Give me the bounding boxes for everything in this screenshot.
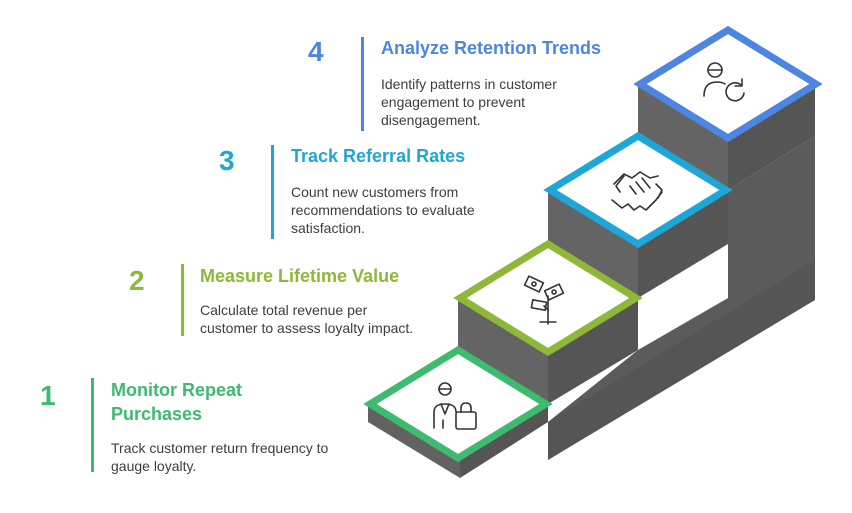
step-4-title: Analyze Retention Trends	[381, 38, 602, 58]
step-4-number: 4	[308, 36, 324, 67]
step-3-riser-right	[638, 190, 728, 298]
step-1-title-line2: Purchases	[111, 404, 203, 424]
step-4-riser-right	[728, 84, 815, 190]
stair-side-wall	[548, 84, 815, 460]
step-1-plate	[363, 345, 553, 463]
step-3-desc-line1: Count new customers from	[291, 184, 459, 200]
step-4-desc-line2: engagement to prevent	[381, 94, 525, 110]
step-3-title: Track Referral Rates	[291, 146, 466, 166]
step-1-title-line1: Monitor Repeat	[111, 380, 243, 400]
step-2-riser	[458, 298, 548, 404]
step-2-accent-bar	[181, 264, 184, 336]
step-3-plate	[543, 131, 733, 249]
step-2-number: 2	[129, 265, 145, 296]
step-1-riser	[368, 404, 460, 478]
step-3-riser	[548, 190, 638, 298]
step-1-number: 1	[40, 380, 56, 411]
step-1-riser-right	[460, 404, 548, 478]
step-3-accent-bar	[271, 145, 274, 239]
handshake-icon	[611, 171, 663, 211]
step-2-riser-right	[548, 298, 638, 404]
step-4-desc-line1: Identify patterns in customer	[381, 76, 557, 92]
step-2-title: Measure Lifetime Value	[200, 266, 400, 286]
step-2-desc-line2: customer to assess loyalty impact.	[200, 320, 414, 336]
step-4-riser	[638, 84, 728, 190]
step-1-accent-bar	[91, 378, 94, 472]
step-4-desc-line3: disengagement.	[381, 112, 481, 128]
step-3-number: 3	[219, 145, 235, 176]
customer-shopping-bag-icon	[433, 382, 477, 430]
money-plant-icon	[523, 275, 565, 325]
stair-side-wall-lower	[548, 260, 815, 460]
step-4-plate	[633, 25, 823, 143]
step-4-accent-bar	[361, 37, 364, 131]
step-2-desc-line1: Calculate total revenue per	[200, 302, 368, 318]
step-1-desc-line1: Track customer return frequency to	[111, 440, 329, 456]
step-1-desc-line2: gauge loyalty.	[111, 458, 197, 474]
step-3-desc-line2: recommendations to evaluate	[291, 202, 475, 218]
step-3-desc-line3: satisfaction.	[291, 220, 365, 236]
user-refresh-icon	[703, 62, 745, 102]
